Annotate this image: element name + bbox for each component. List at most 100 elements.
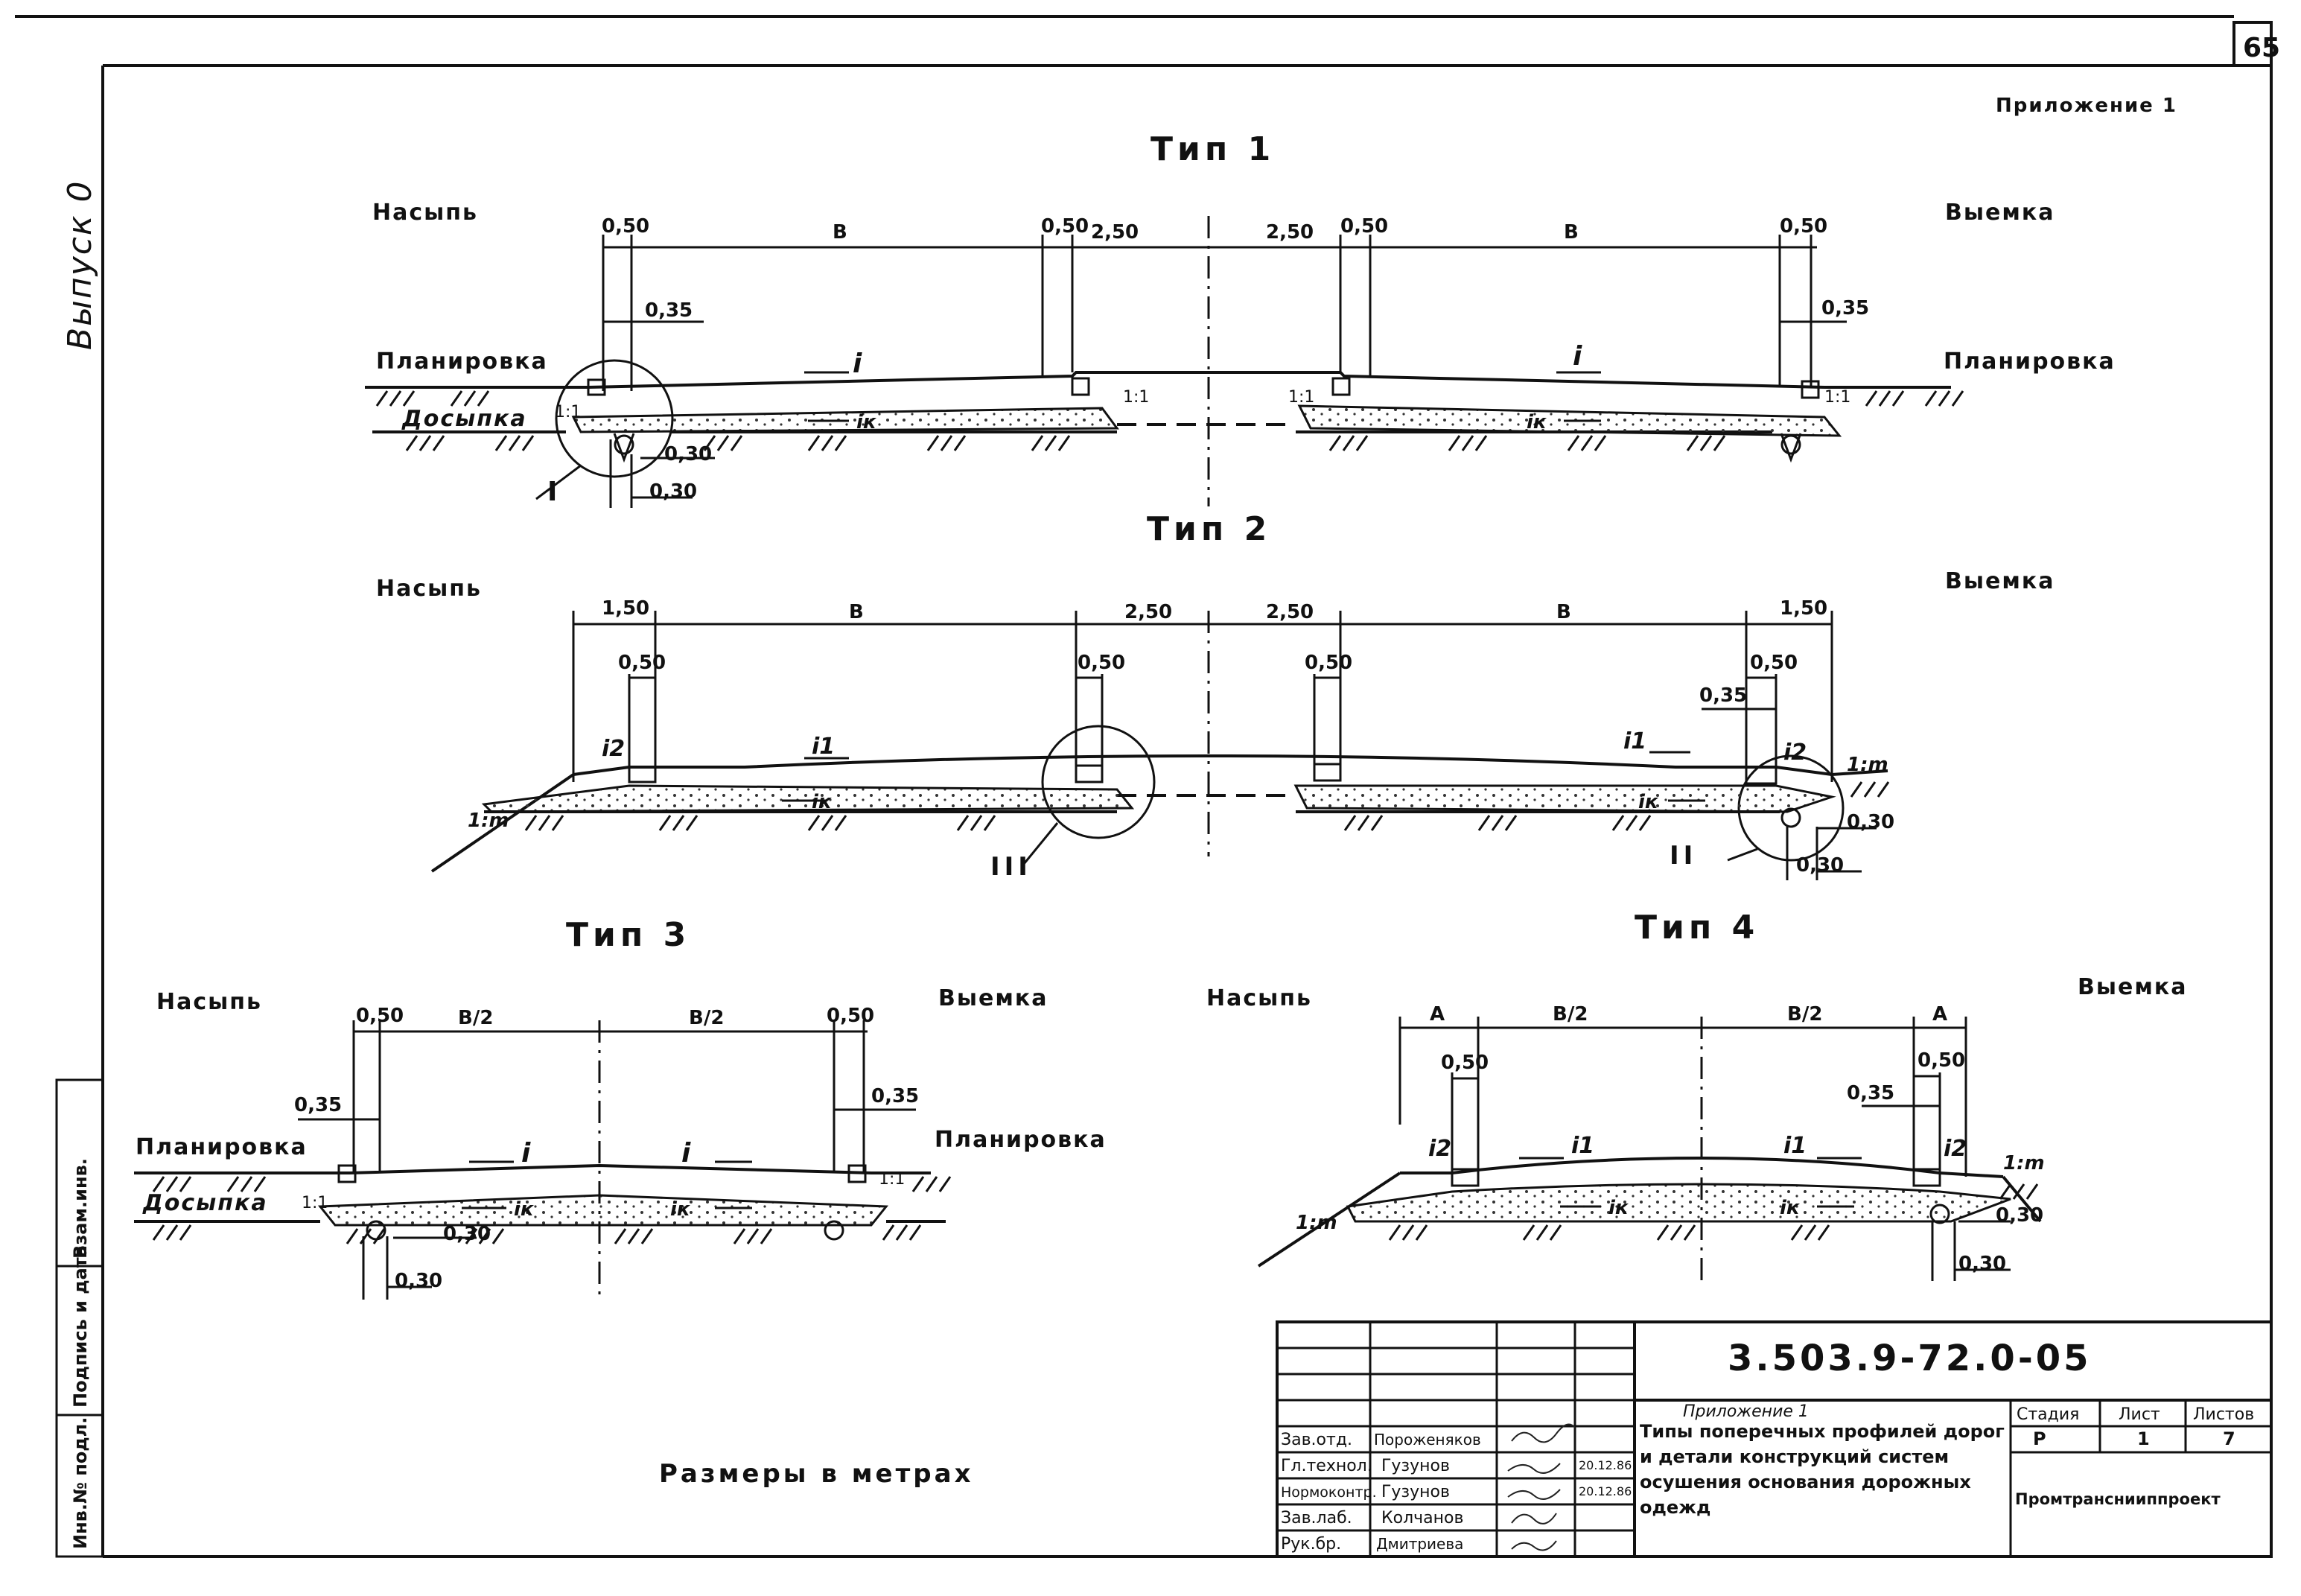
t3-grading-right: Планировка	[935, 1127, 1107, 1153]
t3-grading-left: Планировка	[136, 1134, 308, 1160]
t1-dim-250-right: 2,50	[1266, 221, 1314, 244]
type-4-title: Тип 4	[1635, 909, 1759, 947]
t2-dim-B-left: В	[849, 601, 864, 623]
titleblock-col-stage: Стадия	[2017, 1405, 2079, 1424]
titleblock-title-4: одежд	[1640, 1497, 1710, 1518]
t1-dim-030-a: 0,30	[664, 443, 712, 465]
name-0: Пороженяков	[1374, 1431, 1481, 1449]
t2-dim-050-a: 0,50	[618, 652, 666, 674]
titleblock-stage: Р	[2033, 1428, 2046, 1449]
t1-fill-label: Досыпка	[401, 406, 527, 432]
t4-dim-030-b: 0,30	[1958, 1253, 2006, 1275]
t1-dim-050-d: 0,50	[1780, 215, 1827, 238]
page-number: 65	[2243, 33, 2280, 63]
t2-dim-030-b: 0,30	[1796, 854, 1844, 877]
titleblock-org: Промтранснииппроект	[2015, 1490, 2221, 1508]
role-3: Зав.лаб.	[1281, 1509, 1352, 1527]
t2-dim-035: 0,35	[1699, 684, 1747, 707]
t2-base-right	[1293, 784, 1836, 813]
titleblock-sheets: 7	[2223, 1428, 2235, 1449]
date-1: 20.12.86	[1579, 1458, 1632, 1472]
t1-dim-035-left: 0,35	[645, 299, 693, 322]
t2-dim-050-c: 0,50	[1305, 652, 1352, 674]
title-block	[1276, 1320, 2273, 1558]
appendix-label: Приложение 1	[1996, 95, 2177, 117]
t2-dim-B-right: В	[1556, 601, 1571, 623]
t1-slope-11-a: 1:1	[555, 403, 581, 422]
signatures	[1507, 1423, 1576, 1551]
role-0: Зав.отд.	[1281, 1431, 1352, 1449]
t4-dim-A-right: А	[1932, 1003, 1947, 1026]
t2-dim-050-d: 0,50	[1750, 652, 1798, 674]
t3-embankment-label: Насыпь	[156, 989, 262, 1015]
t2-base-left	[481, 784, 1135, 813]
t4-dim-035: 0,35	[1847, 1082, 1894, 1104]
t1-detail-I: I	[547, 477, 561, 507]
t2-slope-1m-left: 1:m	[468, 810, 509, 832]
type-2-title: Тип 2	[1147, 510, 1271, 548]
role-4: Рук.бр.	[1281, 1535, 1341, 1554]
t1-slope-i-right: i	[1573, 341, 1586, 372]
t1-dim-050-b: 0,50	[1041, 215, 1089, 238]
t3-base	[317, 1194, 889, 1227]
titleblock-title-2: и детали конструкций систем	[1640, 1446, 1949, 1467]
t4-embankment-label: Насыпь	[1206, 985, 1312, 1011]
ground-hatching	[152, 390, 2039, 1245]
titleblock-appendix: Приложение 1	[1683, 1402, 1809, 1421]
t4-slope-1m-right: 1:m	[2003, 1152, 2045, 1174]
t4-dim-050-right: 0,50	[1918, 1049, 1965, 1072]
t1-slope-ik-right: iк	[1527, 411, 1547, 433]
t3-fill-label: Досыпка	[142, 1190, 268, 1216]
role-1: Гл.технол.	[1281, 1457, 1372, 1475]
profile-type-3: Тип 3 Насыпь Выемка Планировка Планировк…	[134, 916, 1107, 1300]
t2-slope-1m-right: 1:m	[1847, 754, 1888, 776]
t1-slope-11-c: 1:1	[1288, 388, 1314, 407]
t3-slope-11-a: 1:1	[302, 1194, 328, 1212]
t1-dim-030-b: 0,30	[649, 480, 697, 503]
t4-base	[1346, 1183, 2011, 1223]
t1-slope-11-b: 1:1	[1123, 388, 1149, 407]
stamp-replace: Взам.инв.	[70, 1158, 91, 1259]
t4-slope-ik-left: iк	[1608, 1197, 1629, 1219]
profile-type-2: Тип 2 Насыпь Выемка	[376, 510, 2053, 882]
t1-slope-i-left: i	[853, 349, 866, 379]
date-2: 20.12.86	[1579, 1484, 1632, 1498]
sheet-frame	[15, 15, 2273, 1558]
t2-dim-250-left: 2,50	[1124, 601, 1172, 623]
t3-slope-11-b: 1:1	[879, 1170, 905, 1189]
t4-slope-ik-right: iк	[1780, 1197, 1801, 1219]
t2-detail-II: II	[1670, 841, 1697, 871]
footer-note: Размеры в метрах	[659, 1459, 974, 1489]
t1-grading-left: Планировка	[376, 349, 548, 375]
t3-dim-030-b: 0,30	[395, 1270, 442, 1292]
t2-slope-ik-left: iк	[812, 791, 833, 813]
t4-dim-B2-left: В/2	[1553, 1003, 1588, 1026]
t2-slope-i2-right: i2	[1783, 740, 1807, 766]
t2-embankment-label: Насыпь	[376, 576, 482, 602]
stamp-sign: Подпись и дата	[70, 1245, 91, 1408]
t2-dim-150-left: 1,50	[602, 597, 649, 620]
t1-grading-right: Планировка	[1944, 349, 2116, 375]
t1-dim-035-right: 0,35	[1821, 297, 1869, 319]
t4-slope-i2-right: i2	[1944, 1136, 1967, 1162]
titleblock-title-3: осушения основания дорожных	[1640, 1472, 1971, 1492]
titleblock-col-sheet: Лист	[2119, 1405, 2160, 1424]
t4-dim-B2-right: В/2	[1787, 1003, 1822, 1026]
t1-dim-B-left: В	[833, 221, 847, 244]
t2-dim-050-b: 0,50	[1078, 652, 1125, 674]
t2-dim-250-right: 2,50	[1266, 601, 1314, 623]
t4-slope-i2-left: i2	[1428, 1136, 1451, 1162]
type-3-title: Тип 3	[566, 916, 690, 954]
t3-dim-B2-right: В/2	[689, 1007, 724, 1029]
t1-dim-050-a: 0,50	[602, 215, 649, 238]
t4-slope-i1-right: i1	[1783, 1133, 1807, 1159]
t1-dim-250-left: 2,50	[1091, 221, 1139, 244]
titleblock-col-sheets: Листов	[2193, 1405, 2254, 1424]
titleblock-sheet: 1	[2137, 1428, 2150, 1449]
t3-cut-label: Выемка	[938, 985, 1048, 1011]
name-2: Гузунов	[1381, 1483, 1450, 1501]
stamp-inv: Инв.№ подл.	[70, 1417, 91, 1549]
t1-slope-ik-left: iк	[856, 411, 877, 433]
t3-dim-035-left: 0,35	[294, 1094, 342, 1116]
t1-slope-11-d: 1:1	[1824, 388, 1850, 407]
